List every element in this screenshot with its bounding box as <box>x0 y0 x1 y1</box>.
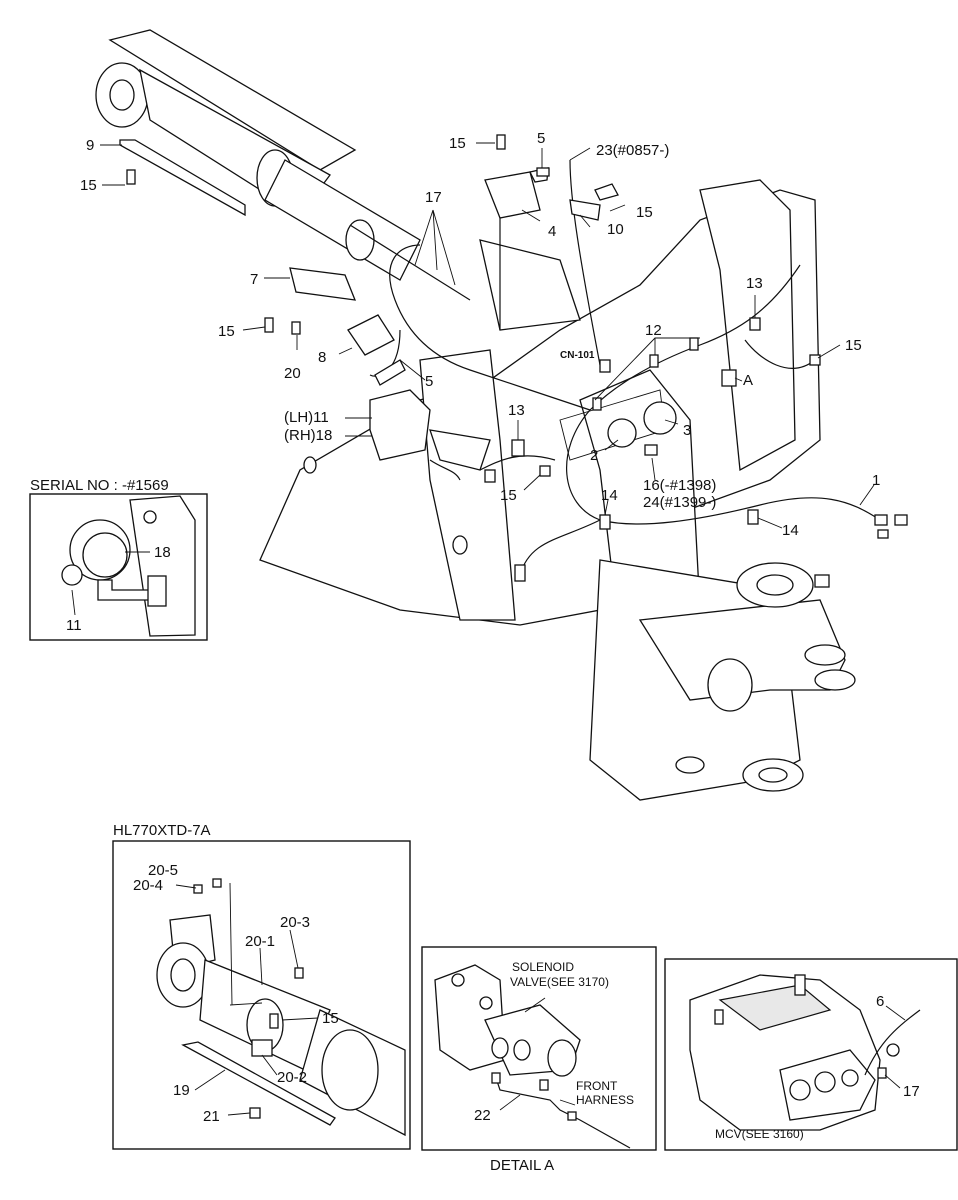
label-20-2: 20-2 <box>277 1069 307 1086</box>
label-21: 21 <box>203 1108 220 1125</box>
label-rh18: (RH)18 <box>284 427 332 444</box>
label-20-4: 20-4 <box>133 877 163 894</box>
inset-serial-no: SERIAL NO : -#1569 18 11 <box>29 477 208 641</box>
label-13: 13 <box>746 275 763 292</box>
label-19: 19 <box>173 1082 190 1099</box>
label-20-3: 20-3 <box>280 914 310 931</box>
label-2: 2 <box>590 447 598 464</box>
label-15: 15 <box>218 323 235 340</box>
label-1: 1 <box>872 472 880 489</box>
leader-lines <box>100 142 875 529</box>
label-15: 15 <box>80 177 97 194</box>
main-assembly: 9 15 15 5 23(#0857-) 17 15 4 10 7 13 15 … <box>80 29 908 801</box>
label-13: 13 <box>508 402 525 419</box>
label-15: 15 <box>322 1010 339 1027</box>
label-A: A <box>743 372 753 389</box>
label-20-5: 20-5 <box>148 862 178 879</box>
label-15: 15 <box>500 487 517 504</box>
mcv-label: MCV(SEE 3160) <box>715 1127 804 1141</box>
label-14: 14 <box>601 487 618 504</box>
inset-detail-a: SOLENOID VALVE(SEE 3170) FRONT HARNESS 2… <box>421 946 657 1174</box>
boom-cylinder <box>95 29 471 301</box>
label-17: 17 <box>903 1083 920 1100</box>
label-3: 3 <box>683 422 691 439</box>
label-20: 20 <box>284 365 301 382</box>
label-6: 6 <box>876 993 884 1010</box>
front-harness-label-2: HARNESS <box>576 1093 634 1107</box>
label-11: 11 <box>66 617 82 634</box>
label-20-1: 20-1 <box>245 933 275 950</box>
label-15: 15 <box>449 135 466 152</box>
label-22: 22 <box>474 1107 491 1124</box>
label-10: 10 <box>607 221 624 238</box>
small-parts <box>119 134 908 588</box>
callouts: 9 15 15 5 23(#0857-) 17 15 4 10 7 13 15 … <box>80 130 880 539</box>
inset-mcv: 6 17 MCV(SEE 3160) <box>664 958 958 1151</box>
detail-a-caption: DETAIL A <box>490 1157 554 1174</box>
solenoid-label: SOLENOID <box>512 960 574 974</box>
label-4: 4 <box>548 223 556 240</box>
label-15: 15 <box>636 204 653 221</box>
label-12: 12 <box>645 322 662 339</box>
label-lh11: (LH)11 <box>284 409 329 426</box>
label-5: 5 <box>425 373 433 390</box>
label-5: 5 <box>537 130 545 147</box>
front-harness-label: FRONT <box>576 1079 618 1093</box>
inset-hl770: HL770XTD-7A 20-5 20-4 20-3 20-1 15 20-2 … <box>112 822 411 1150</box>
solenoid-label-2: VALVE(SEE 3170) <box>510 975 609 989</box>
label-23: 23(#0857-) <box>596 142 669 159</box>
loader-frame <box>259 179 856 801</box>
label-24: 24(#1399-) <box>643 494 716 511</box>
label-7: 7 <box>250 271 258 288</box>
label-14: 14 <box>782 522 799 539</box>
inset-hl770-title: HL770XTD-7A <box>113 822 211 839</box>
label-8: 8 <box>318 349 326 366</box>
label-17: 17 <box>425 189 442 206</box>
label-9: 9 <box>86 137 94 154</box>
inset-serial-title: SERIAL NO : -#1569 <box>30 477 169 494</box>
label-18: 18 <box>154 544 171 561</box>
label-16: 16(-#1398) <box>643 477 716 494</box>
connector-label: CN-101 <box>560 350 595 361</box>
label-15: 15 <box>845 337 862 354</box>
